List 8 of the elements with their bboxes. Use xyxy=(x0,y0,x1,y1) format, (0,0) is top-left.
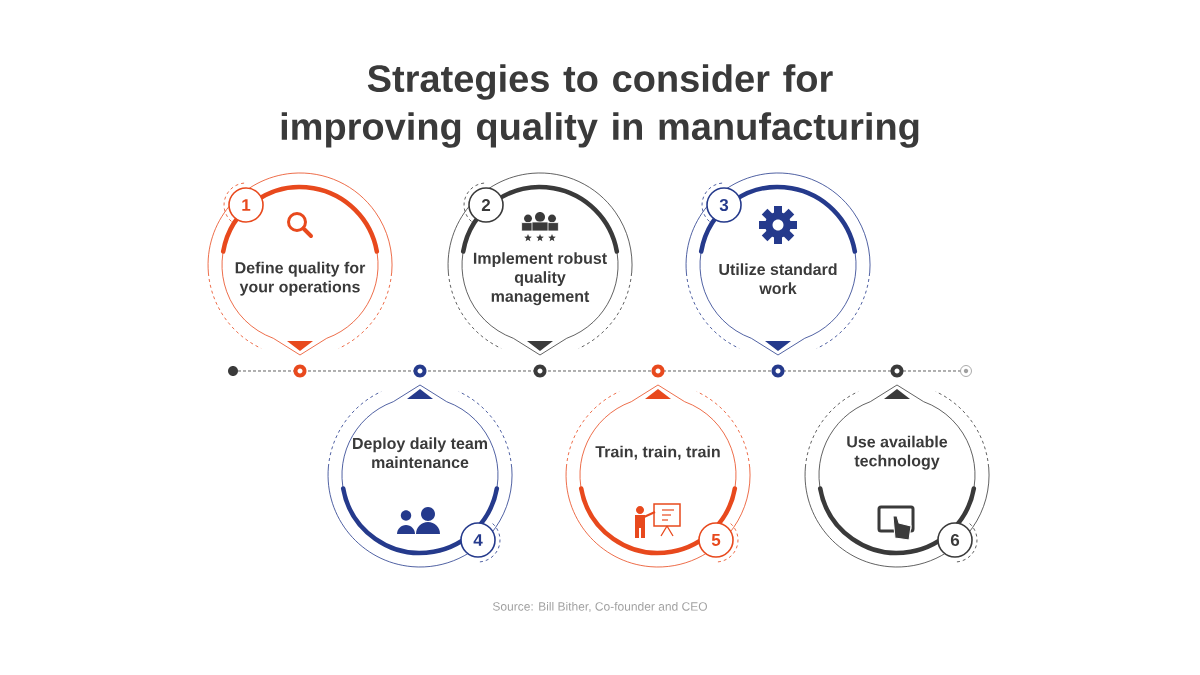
number-badge: 5 xyxy=(698,522,739,563)
source-note: Source: Bill Bither, Co-founder and CEO xyxy=(492,601,707,613)
number-badge: 3 xyxy=(701,182,742,223)
title: Strategies to consider for improving quality in manufacturing xyxy=(281,64,919,148)
number-badge: 2 xyxy=(463,182,504,223)
number-badge: 6 xyxy=(937,522,978,563)
number-badge: 1 xyxy=(223,182,264,223)
number-badge: 4 xyxy=(460,522,501,563)
